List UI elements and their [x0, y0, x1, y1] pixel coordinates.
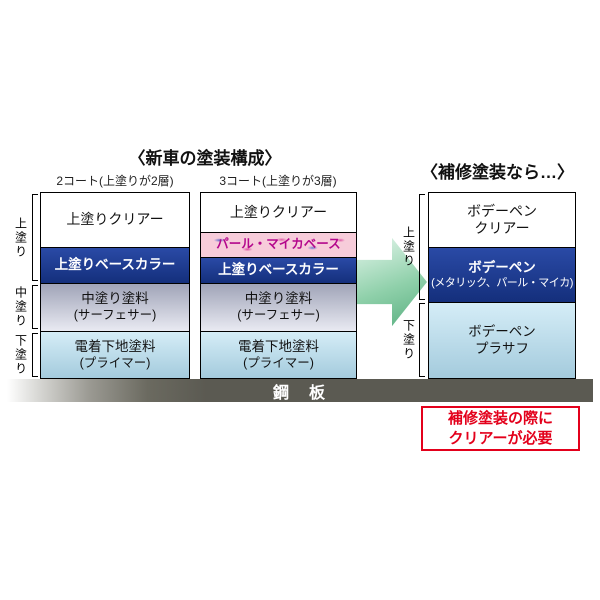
layer-label: 電着下地塗料 [74, 338, 156, 354]
header-3coat: 3コート(上塗りが3層) [219, 174, 337, 188]
layer-label: 上塗りベースカラー [54, 257, 176, 273]
layer-label: ボデーペン [468, 259, 536, 275]
layer-label: ボデーペン [468, 323, 536, 339]
layer-2coat-primer: 電着下地塗料 (プライマー) [40, 331, 190, 379]
layer-3coat-basecolor: 上塗りベースカラー [200, 257, 357, 284]
layer-label: 上塗りクリアー [66, 211, 164, 228]
layer-label: 中塗り塗料 [81, 291, 149, 307]
layer-label: パール・マイカベース [216, 237, 341, 252]
layer-label: プラサフ [475, 340, 529, 356]
layer-label: 上塗りベースカラー [218, 262, 339, 278]
note-line: クリアーが必要 [448, 429, 553, 447]
side-label-topcoat-right: 上塗り [401, 226, 416, 268]
note-line: 補修塗装の際に [447, 409, 553, 427]
layer-repair-bodypen: ボデーペン (メタリック、パール・マイカ) [428, 247, 576, 303]
repair-note: 補修塗装の際に クリアーが必要 [421, 406, 580, 451]
layer-label: 電着下地塗料 [238, 338, 319, 354]
layer-sublabel: (プライマー) [243, 355, 314, 370]
layer-label: 上塗りクリアー [229, 203, 328, 220]
side-label-topcoat-left: 上塗り [13, 216, 28, 259]
layer-sublabel: (メタリック、パール・マイカ) [431, 276, 573, 289]
layer-3coat-clear: 上塗りクリアー [200, 192, 357, 233]
layer-sublabel: (サーフェサー) [73, 308, 157, 323]
bracket-topcoat-right [419, 194, 425, 300]
header-2coat: 2コート(上塗りが2層) [56, 174, 174, 188]
steel-plate: 鋼 板 [7, 379, 593, 402]
layer-sublabel: (プライマー) [79, 355, 151, 370]
side-label-midcoat-left: 中塗り [13, 286, 28, 328]
title-repair: 〈補修塗装なら…〉 [421, 163, 574, 182]
layer-2coat-clear: 上塗りクリアー [40, 192, 190, 248]
layer-repair-clear: ボデーペン クリアー [428, 192, 576, 248]
layer-label: 中塗り塗料 [244, 291, 313, 307]
bracket-midcoat-left [32, 285, 38, 329]
side-label-undercoat-left: 下塗り [13, 334, 28, 376]
title-new-car: 〈新車の塗装構成〉 [128, 149, 282, 168]
side-label-undercoat-right: 下塗り [401, 319, 416, 361]
bracket-undercoat-right [419, 303, 425, 377]
bracket-undercoat-left [32, 333, 38, 377]
bracket-topcoat-left [32, 194, 38, 281]
layer-3coat-surfacer: 中塗り塗料 (サーフェサー) [200, 283, 357, 332]
steel-plate-label: 鋼 板 [272, 384, 327, 402]
layer-2coat-surfacer: 中塗り塗料 (サーフェサー) [40, 283, 190, 332]
layer-label: ボデーペン [467, 202, 537, 219]
layer-label: クリアー [474, 220, 530, 236]
layer-sublabel: (サーフェサー) [237, 308, 320, 323]
layer-2coat-basecolor: 上塗りベースカラー [40, 247, 190, 284]
layer-repair-primer-surfacer: ボデーペン プラサフ [428, 302, 576, 379]
layer-3coat-primer: 電着下地塗料 (プライマー) [200, 331, 357, 379]
layer-3coat-pearl-mica-base: パール・マイカベース [200, 232, 357, 258]
